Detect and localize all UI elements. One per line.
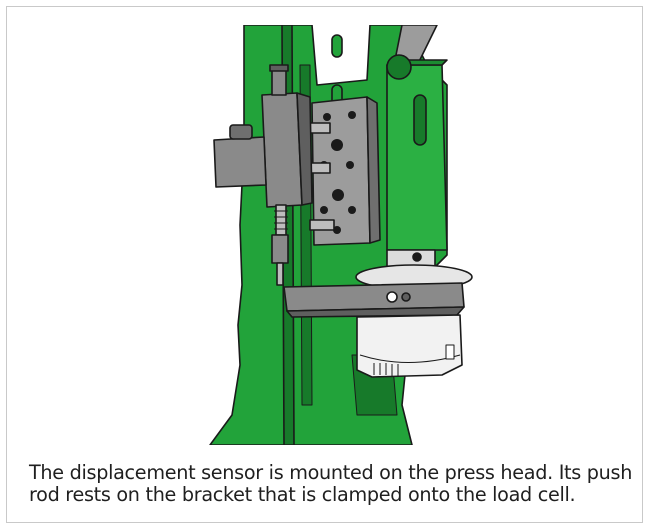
- load-cell: [356, 314, 463, 378]
- displacement-sensor: [261, 92, 303, 208]
- press-cylinder: [386, 64, 448, 251]
- figure-frame: The displacement sensor is mounted on th…: [6, 6, 643, 523]
- press-head-drawing: [209, 25, 473, 445]
- sensor-bracket: [283, 282, 465, 312]
- figure-caption: The displacement sensor is mounted on th…: [29, 461, 633, 506]
- press-head-illustration: [192, 25, 492, 445]
